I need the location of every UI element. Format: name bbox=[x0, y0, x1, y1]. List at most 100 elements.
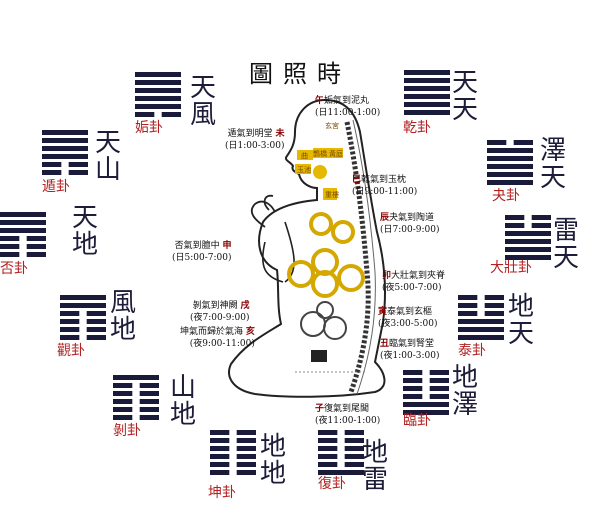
hexagram-guai-trigrams: 澤天 bbox=[540, 138, 566, 192]
yin-line bbox=[139, 391, 159, 396]
trigram-character: 雷 bbox=[362, 465, 389, 495]
yang-line bbox=[487, 180, 533, 185]
yin-line bbox=[113, 399, 133, 404]
hexagram-guai-symbol bbox=[487, 140, 533, 185]
figure-label: 曲 bbox=[301, 151, 308, 160]
time-note-shen: 否氣到膻中 申(日5:00-7:00) bbox=[172, 240, 232, 264]
yang-line bbox=[60, 303, 106, 308]
yin-line bbox=[68, 170, 88, 175]
hexagram-qian-symbol bbox=[404, 70, 450, 115]
yin-line bbox=[42, 170, 62, 175]
trigram-character: 山 bbox=[95, 155, 122, 185]
hexagram-guan-trigrams: 風地 bbox=[110, 290, 136, 344]
hexagram-fu-symbol bbox=[318, 430, 364, 475]
trigram-character: 澤 bbox=[452, 390, 479, 420]
yang-line bbox=[404, 110, 450, 115]
yang-line bbox=[487, 164, 533, 169]
yang-line bbox=[505, 247, 551, 252]
figure-label: 重樓 bbox=[325, 190, 339, 199]
earthly-branch: 亥 bbox=[245, 327, 255, 337]
yin-line bbox=[429, 370, 449, 375]
yang-line bbox=[135, 72, 181, 77]
yin-line bbox=[318, 462, 338, 467]
yang-line bbox=[0, 228, 46, 233]
note-time: (日5:00-7:00) bbox=[172, 253, 232, 263]
trigram-character: 天 bbox=[72, 203, 99, 233]
yin-line bbox=[531, 223, 551, 228]
trigram-character: 風 bbox=[110, 288, 137, 318]
yin-line bbox=[458, 311, 478, 316]
yang-line bbox=[42, 154, 88, 159]
yin-line bbox=[403, 386, 423, 391]
yin-line bbox=[161, 112, 181, 117]
yin-line bbox=[344, 446, 364, 451]
yang-line bbox=[404, 70, 450, 75]
yin-line bbox=[113, 407, 133, 412]
hexagram-dazhuang-name: 大壯卦 bbox=[490, 260, 532, 276]
earthly-branch: 午 bbox=[315, 96, 325, 106]
earthly-branch: 巳 bbox=[352, 175, 362, 185]
yin-line bbox=[86, 311, 106, 316]
yin-line bbox=[344, 454, 364, 459]
trigram-character: 天 bbox=[95, 128, 122, 158]
yin-line bbox=[403, 378, 423, 383]
trigram-character: 天 bbox=[508, 319, 535, 349]
hexagram-gou-trigrams: 天風 bbox=[190, 75, 216, 129]
hexagram-dun-symbol bbox=[42, 130, 88, 175]
yang-line bbox=[42, 138, 88, 143]
figure-label: 黃庭 bbox=[329, 149, 343, 158]
note-time: (夜11:00-1:00) bbox=[315, 416, 381, 426]
yang-line bbox=[113, 375, 159, 380]
yin-line bbox=[458, 295, 478, 300]
earthly-branch: 戌 bbox=[240, 301, 250, 311]
note-time: (夜9:00-11:00) bbox=[189, 339, 255, 349]
yin-line bbox=[236, 454, 256, 459]
yang-line bbox=[404, 102, 450, 107]
hexagram-tai-name: 泰卦 bbox=[458, 343, 486, 359]
yin-line bbox=[236, 438, 256, 443]
yin-line bbox=[210, 454, 230, 459]
yang-line bbox=[404, 94, 450, 99]
hexagram-kun-name: 坤卦 bbox=[208, 485, 236, 501]
yang-line bbox=[318, 470, 364, 475]
hexagram-kun-symbol bbox=[210, 430, 256, 475]
yang-line bbox=[487, 172, 533, 177]
spine bbox=[344, 121, 371, 393]
note-time: (日9:00-11:00) bbox=[352, 187, 418, 197]
time-note-wu: 午姤氣到泥丸(日11:00-1:00) bbox=[315, 95, 380, 119]
yin-line bbox=[484, 303, 504, 308]
yang-line bbox=[0, 220, 46, 225]
yin-line bbox=[505, 223, 525, 228]
hexagram-dazhuang-symbol bbox=[505, 215, 551, 260]
yin-line bbox=[513, 140, 533, 145]
yin-line bbox=[210, 462, 230, 467]
body-outline bbox=[228, 98, 386, 398]
yin-line bbox=[68, 162, 88, 167]
note-text: 夬氣到陶道 bbox=[389, 213, 435, 223]
yin-line bbox=[505, 215, 525, 220]
yin-line bbox=[429, 378, 449, 383]
hexagram-lin-symbol bbox=[403, 370, 449, 415]
yang-line bbox=[135, 88, 181, 93]
figure-label: 玄宮 bbox=[325, 121, 339, 130]
yin-line bbox=[318, 454, 338, 459]
note-text: 坤氣而歸於氣海 bbox=[180, 327, 244, 337]
yin-line bbox=[26, 252, 46, 257]
yin-line bbox=[139, 383, 159, 388]
trigram-character: 地 bbox=[260, 459, 287, 489]
spine-channel bbox=[352, 119, 376, 395]
time-note-wei: 遁氣到明堂 未(日1:00-3:00) bbox=[225, 128, 285, 152]
yin-line bbox=[210, 446, 230, 451]
hexagram-bo-symbol bbox=[113, 375, 159, 420]
hexagram-dazhuang-trigrams: 雷天 bbox=[553, 218, 579, 272]
yin-line bbox=[210, 470, 230, 475]
yin-line bbox=[135, 112, 155, 117]
note-time: (夜1:00-3:00) bbox=[380, 351, 440, 361]
note-time: (日11:00-1:00) bbox=[315, 108, 381, 118]
hexagram-lin-name: 臨卦 bbox=[403, 413, 431, 429]
earthly-branch: 丑 bbox=[380, 339, 390, 349]
yin-line bbox=[236, 430, 256, 435]
hexagram-gou-symbol bbox=[135, 72, 181, 117]
yin-line bbox=[403, 394, 423, 399]
trigram-character: 雷 bbox=[553, 216, 580, 246]
